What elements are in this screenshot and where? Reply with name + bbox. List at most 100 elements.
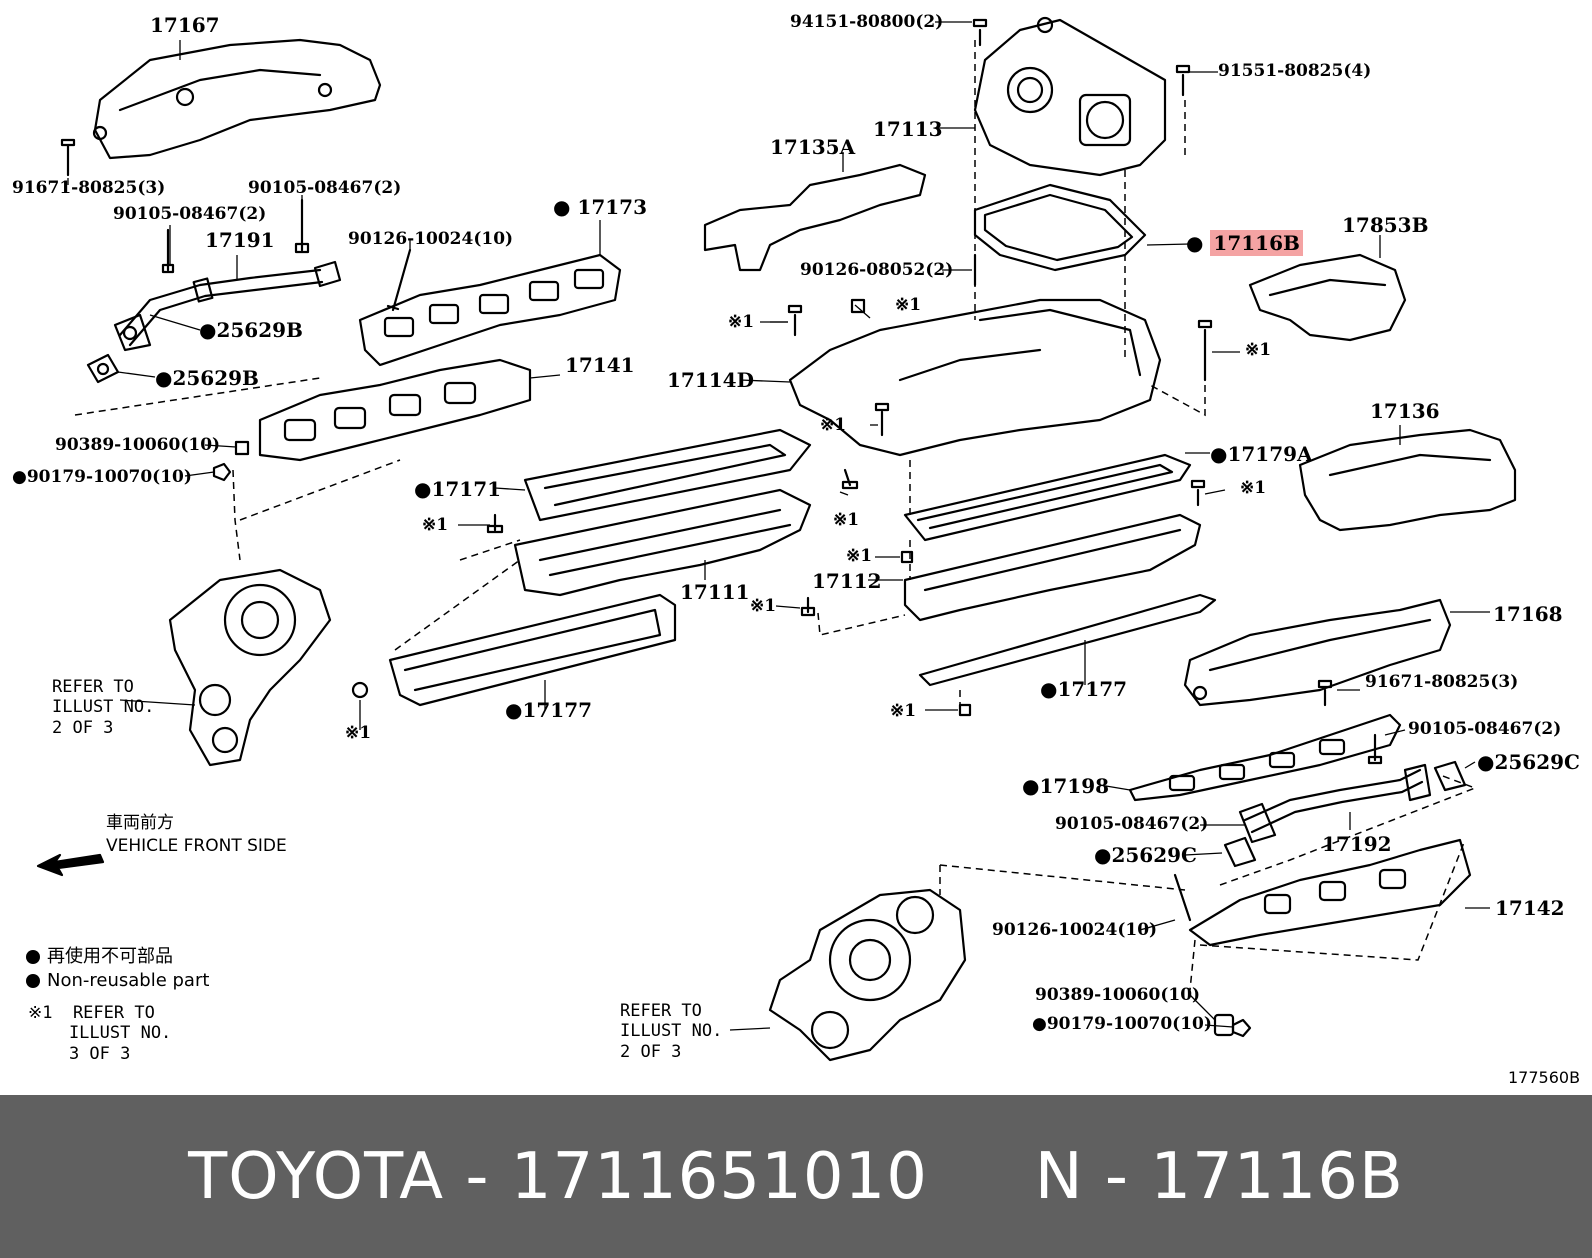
gasket-17173 (358, 253, 622, 367)
surge-tank-17114d (788, 298, 1162, 457)
label-17177-right-text: 17177 (1057, 677, 1128, 701)
turbocharger-left (168, 568, 332, 767)
label-17177-right[interactable]: ●17177 (1040, 677, 1128, 701)
label-25629b-1[interactable]: ●25629B (199, 318, 303, 342)
ref-mark-10: ※1 (890, 701, 917, 721)
exploded-parts-diagram (26, 16, 1517, 1062)
throttle-body-17113 (973, 18, 1167, 177)
refer-note-left: REFER TO ILLUST NO. 2 OF 3 (52, 677, 155, 738)
ref-mark-9: ※1 (750, 596, 777, 616)
gasket-17179a (903, 453, 1192, 542)
refer-note-bottom: REFER TO ILLUST NO. 2 OF 3 (620, 1001, 723, 1062)
label-90105-b[interactable]: 90105-08467(2) (113, 204, 267, 224)
arrow-left-icon (36, 853, 105, 877)
gasket-25629c-lower (1223, 836, 1257, 868)
label-17111[interactable]: 17111 (680, 580, 750, 604)
ref-mark-8: ※1 (846, 546, 873, 566)
ref-mark-6: ※1 (422, 515, 449, 535)
label-25629b-2-text: 25629B (172, 366, 259, 390)
intake-manifold-17112 (903, 513, 1202, 622)
label-17136[interactable]: 17136 (1370, 399, 1440, 423)
legend-ref: ※1 REFER TO ILLUST NO. 3 OF 3 (28, 1003, 172, 1064)
label-17177-left[interactable]: ●17177 (505, 698, 593, 722)
label-17112[interactable]: 17112 (812, 569, 882, 593)
label-17141[interactable]: 17141 (565, 353, 635, 377)
label-17116b-highlight: 17116B (1210, 230, 1303, 256)
gasket-25629b-lower (86, 353, 120, 384)
label-17853b[interactable]: 17853B (1342, 213, 1429, 237)
label-90179-left-text: 90179-10070(10) (26, 467, 192, 487)
label-17191[interactable]: 17191 (205, 228, 275, 252)
label-90105-a[interactable]: 90105-08467(2) (248, 178, 402, 198)
label-91671-right[interactable]: 91671-80825(3) (1365, 672, 1519, 692)
label-90389-right[interactable]: 90389-10060(10) (1035, 985, 1201, 1005)
label-17173[interactable]: ● 17173 (553, 195, 648, 219)
exhaust-manifold-17141 (258, 358, 532, 462)
label-90389-left[interactable]: 90389-10060(10) (55, 435, 221, 455)
label-17171-text: 17171 (431, 477, 502, 501)
label-17113[interactable]: 17113 (873, 117, 943, 141)
legend-en: Non-reusable part (47, 970, 210, 991)
label-25629b-1-text: 25629B (216, 318, 303, 342)
ref-mark-5: ※1 (1240, 478, 1267, 498)
label-17167[interactable]: 17167 (150, 13, 220, 37)
label-17173-text: 17173 (577, 195, 648, 219)
label-17142[interactable]: 17142 (1495, 896, 1565, 920)
label-25629c-1[interactable]: ●25629C (1477, 750, 1580, 774)
label-90105-c[interactable]: 90105-08467(2) (1408, 719, 1562, 739)
label-91671-left[interactable]: 91671-80825(3) (12, 178, 166, 198)
label-17198-text: 17198 (1039, 774, 1110, 798)
label-90126-08052[interactable]: 90126-08052(2) (800, 260, 954, 280)
ref-mark-3: ※1 (1245, 340, 1272, 360)
label-90126-left[interactable]: 90126-10024(10) (348, 229, 514, 249)
gasket-17177-right (918, 593, 1217, 687)
legend-jp: 再使用不可部品 (47, 946, 173, 967)
label-17179a[interactable]: ●17179A (1210, 442, 1313, 466)
label-90126-right[interactable]: 90126-10024(10) (992, 920, 1158, 940)
ref-mark-1: ※1 (895, 295, 922, 315)
label-90105-d[interactable]: 90105-08467(2) (1055, 814, 1209, 834)
gasket-25629b-upper (313, 260, 342, 288)
label-25629b-2[interactable]: ●25629B (155, 366, 259, 390)
direction-jp: 車両前方 (106, 813, 174, 833)
footer-bar: TOYOTA - 1711651010 N - 17116B (0, 1095, 1592, 1258)
label-94151[interactable]: 94151-80800(2) (790, 12, 944, 32)
gasket-17177-left (388, 593, 677, 707)
egr-pipe-17192 (1243, 768, 1422, 822)
illustration-code: 177560B (1508, 1068, 1581, 1087)
label-17198[interactable]: ●17198 (1022, 774, 1110, 798)
footer-part-number: TOYOTA - 1711651010 N - 17116B (188, 1139, 1404, 1214)
label-91551[interactable]: 91551-80825(4) (1218, 61, 1372, 81)
label-17192[interactable]: 17192 (1322, 832, 1392, 856)
turbocharger-bottom (768, 888, 967, 1062)
label-25629c-1-text: 25629C (1494, 750, 1580, 774)
label-25629c-2[interactable]: ●25629C (1094, 843, 1197, 867)
label-90179-left[interactable]: ●90179-10070(10) (12, 467, 192, 487)
label-17114d[interactable]: 17114D (667, 368, 754, 392)
heat-insulator-17853b (1248, 253, 1407, 342)
ref-mark-7: ※1 (833, 510, 860, 530)
intake-manifold-17111 (513, 488, 812, 597)
label-90179-right[interactable]: ●90179-10070(10) (1032, 1014, 1212, 1034)
ref-mark-11: ※1 (345, 723, 372, 743)
label-17171[interactable]: ●17171 (414, 477, 502, 501)
label-17135a[interactable]: 17135A (770, 135, 856, 159)
gasket-17171 (523, 428, 812, 522)
egr-pipe-17191 (118, 268, 322, 337)
heat-insulator-17167 (93, 38, 382, 160)
ref-mark-2: ※1 (728, 312, 755, 332)
ref-mark-4: ※1 (820, 415, 847, 435)
heat-insulator-17168 (1183, 598, 1452, 707)
direction-en: VEHICLE FRONT SIDE (106, 836, 287, 856)
exhaust-manifold-17142 (1188, 838, 1472, 947)
gasket-25629c-upper (1433, 760, 1467, 792)
label-17116b[interactable]: ● 17116B (1186, 230, 1303, 256)
gasket-17198 (1128, 713, 1402, 802)
heat-insulator-17136 (1298, 428, 1517, 532)
label-25629c-2-text: 25629C (1111, 843, 1197, 867)
label-17179a-text: 17179A (1227, 442, 1313, 466)
label-17168[interactable]: 17168 (1493, 602, 1563, 626)
bracket-17135a (703, 163, 927, 272)
label-17177-left-text: 17177 (522, 698, 593, 722)
